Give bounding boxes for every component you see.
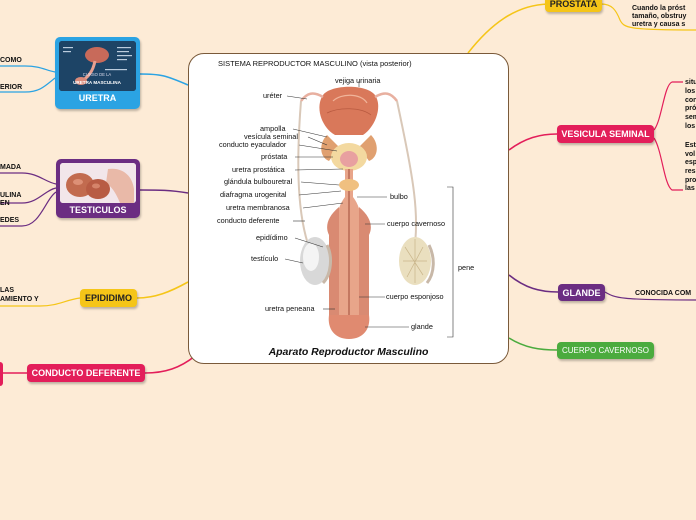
testiculos-text-4: EDES [0,217,20,224]
node-uretra[interactable]: CURSO DE LA URETRA MASCULINA URETRA [55,37,140,109]
connector-testiculos-sub3 [0,191,57,227]
connector-testiculos-sub2 [0,187,57,204]
label-glandula-bulbouretral: glándula bulbouretral [224,177,293,186]
node-testiculos-label: TESTICULOS [69,205,127,215]
prostata-text-2: tamaño, obstruy [632,13,687,20]
central-caption: Aparato Reproductor Masculino [268,346,429,358]
connector-epididimo [136,281,189,299]
vesicula-text-2-line-2: vol [685,151,696,158]
label-testiculo: testículo [251,254,278,263]
testiculos-text-3: EN [0,200,10,207]
connector-prostata-sub [600,3,696,31]
testiculos-thumbnail [60,163,136,203]
uretra-text-1: COMO [0,57,22,64]
node-epididimo[interactable]: EPIDIDIMO [80,289,137,307]
label-ampolla: ampolla [260,124,286,133]
thumb-line-1: CURSO DE LA [83,72,112,77]
thumb-line-2: URETRA MASCULINA [73,80,121,85]
label-uretra-membranosa: uretra membranosa [226,203,291,212]
label-conducto-deferente: conducto deferente [217,216,279,225]
vesicula-text-2-line-4: res [685,168,696,175]
prostata-text-3: uretra y causa s [632,21,686,28]
epididimo-text-2: AMIENTO Y [0,296,39,303]
connector-uretra-sub1 [0,65,56,73]
label-uretra-prostatica: uretra prostática [232,165,286,174]
node-uretra-label: URETRA [78,93,117,103]
vesicula-text-1-line-6: los [685,123,696,130]
vesicula-text-2-line-5: pro [685,177,696,184]
connector-uretra [139,73,189,86]
connector-testiculos [139,189,189,194]
label-bulbo: bulbo [390,192,408,201]
label-diafragma-urogenital: diafragma urogenital [220,190,287,199]
vesicula-text-1-line-5: sem [685,114,696,121]
testiculos-text-2: ULINA [0,192,22,199]
urethra-illustration-icon: CURSO DE LA URETRA MASCULINA [59,41,136,91]
uretra-thumbnail: CURSO DE LA URETRA MASCULINA [59,41,136,91]
label-ureter: uréter [263,91,283,100]
vesicula-text-1-line-3: con [685,97,696,104]
testicles-illustration-icon [60,163,136,203]
label-glande: glande [411,322,433,331]
uretra-text-2: ERIOR [0,84,23,91]
vesicula-text-1-line-2: los [685,88,696,95]
diagram-title: SISTEMA REPRODUCTOR MASCULINO (vista pos… [218,59,412,68]
connector-epididimo-sub [0,297,81,307]
connector-conducto [144,355,196,374]
connector-vesicula-sub1 [653,81,683,131]
node-offscreen-left [0,362,3,386]
anatomy-diagram: SISTEMA REPRODUCTOR MASCULINO (vista pos… [215,57,483,345]
label-uretra-peneana: uretra peneana [265,304,315,313]
vesicula-text-1-line-4: pró [685,105,696,112]
label-cuerpo-cavernoso: cuerpo cavernoso [387,219,445,228]
node-testiculos[interactable]: TESTICULOS [56,159,140,218]
label-cuerpo-esponjoso: cuerpo esponjoso [386,292,444,301]
connector-prostata [467,3,549,54]
connector-glande-sub [604,291,696,301]
label-conducto-eyaculador: conducto eyaculador [219,140,287,149]
label-pene: pene [458,263,474,272]
node-prostata[interactable]: PRÓSTATA [545,0,602,12]
label-vejiga-urinaria: vejiga urinaria [335,76,381,85]
connector-vesicula [508,133,558,151]
label-vesicula-seminal: vesícula seminal [244,132,298,141]
testiculos-text-1: MADA [0,164,21,171]
label-epididimo: epidídimo [256,233,288,242]
prostata-text-1: Cuando la próst [632,5,686,12]
label-prostata: próstata [261,152,288,161]
connector-vesicula-sub2 [653,137,683,191]
vesicula-text-2-line-3: esp [685,159,696,166]
vesicula-text-2-line-6: las [685,185,695,192]
connector-cuerpo [508,337,558,351]
connector-testiculos-sub1 [0,172,57,185]
vesicula-text-2-line-1: Est [685,142,696,149]
connector-uretra-sub2 [0,77,56,93]
epididimo-text-1: LAS [0,287,14,294]
node-conducto-deferente[interactable]: CONDUCTO DEFERENTE [27,364,145,382]
connector-glande [508,274,559,293]
node-glande[interactable]: GLANDE [558,284,605,301]
node-cuerpo-cavernoso[interactable]: CUERPO CAVERNOSO [557,342,654,359]
node-vesicula-seminal[interactable]: VESICULA SEMINAL [557,125,654,143]
vesicula-text-1-line-1: situ [685,79,696,86]
glande-text-1: CONOCIDA COM [635,290,692,297]
